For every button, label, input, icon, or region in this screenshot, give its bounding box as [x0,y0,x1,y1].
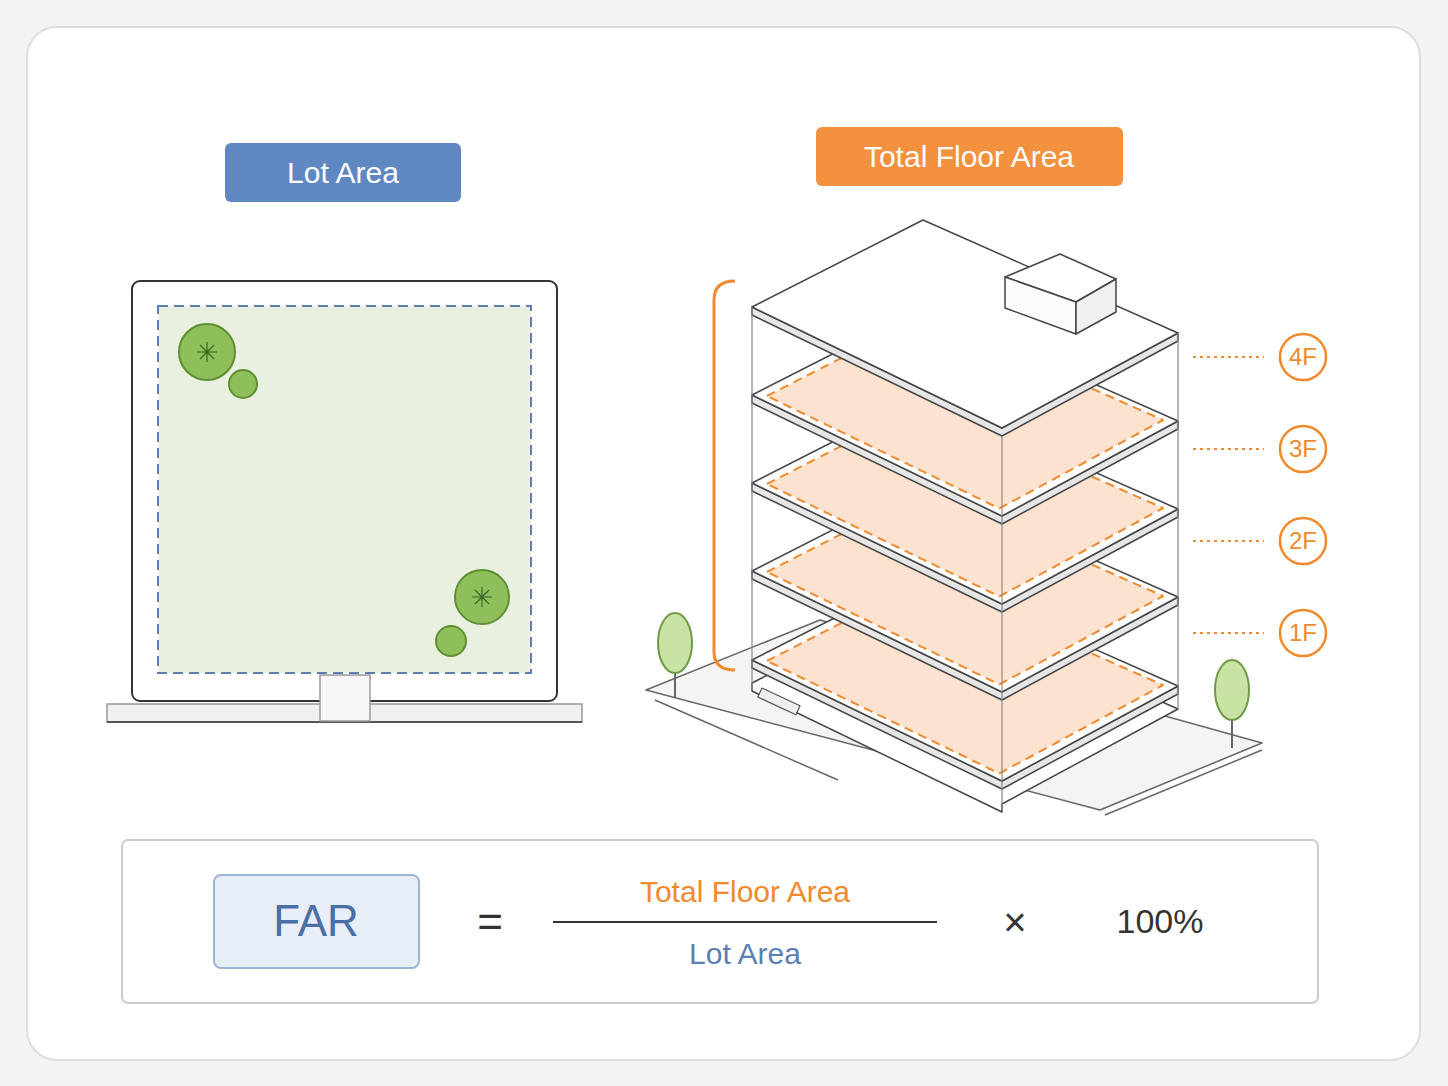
callout-number: 4F [1277,337,1329,377]
percent: 100% [1117,903,1204,940]
label-box: Lot Area [225,143,461,202]
formula-panel-frame [122,840,1318,1003]
node-label: Lot Area [287,156,399,189]
node-label: 1F [1289,620,1317,646]
callout-number: 2F [1277,521,1329,561]
lot-plan [107,281,582,722]
node-label: Total Floor Area [864,140,1074,173]
times-sign: × [1003,900,1026,944]
building [646,220,1326,815]
node-label: FAR [273,897,359,945]
fraction-bar [553,921,937,923]
node-label: 3F [1289,436,1317,462]
card [27,27,1420,1060]
equals-sign: = [477,898,503,946]
node-label: 2F [1289,528,1317,554]
label-box: Total Floor Area [816,127,1123,186]
denominator: Lot Area [689,937,801,970]
node-label: 4F [1289,344,1317,370]
numerator: Total Floor Area [640,875,850,908]
callout-number: 3F [1277,429,1329,469]
far-box: FAR [213,874,420,969]
floor-slab [752,220,1178,428]
formula-panel: = Total Floor AreaLot Area × 100% FAR [122,840,1318,1003]
callout-number: 1F [1277,613,1329,653]
